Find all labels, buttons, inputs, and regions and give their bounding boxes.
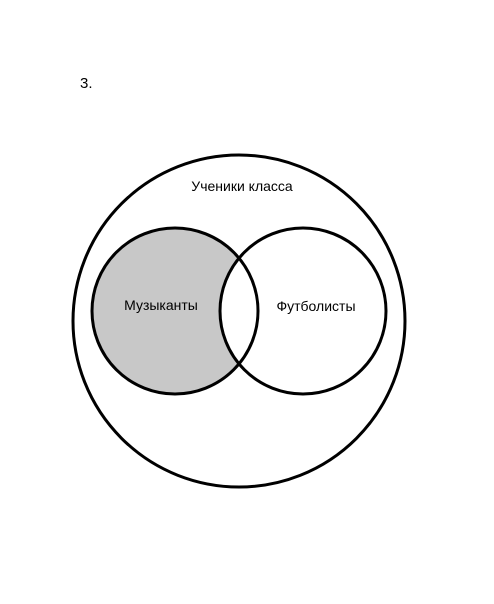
set-a-circle (90, 226, 260, 396)
shaded-region-set-a-only (92, 228, 258, 394)
problem-number: 3. (80, 75, 93, 92)
set-b-label: Футболисты (276, 298, 355, 314)
set-b-circle (218, 226, 388, 396)
set-a-label: Музыканты (124, 297, 198, 313)
universe-label: Ученики класса (191, 178, 293, 194)
universe-circle (71, 153, 407, 489)
